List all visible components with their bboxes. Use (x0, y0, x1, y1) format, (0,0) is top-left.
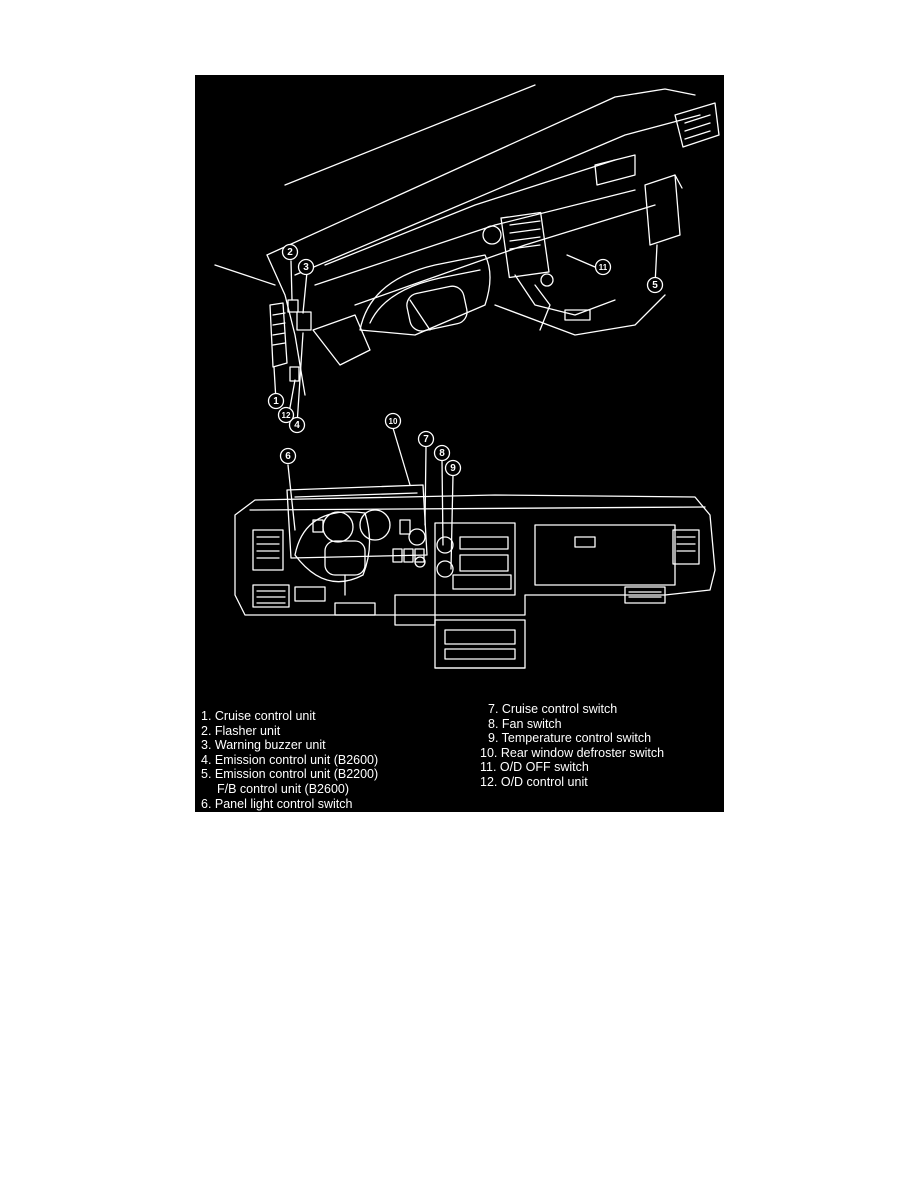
svg-text:7: 7 (423, 434, 429, 445)
callout-10: 10 (384, 412, 402, 430)
legend-item-7: 7. Cruise control switch (488, 702, 618, 716)
legend-left-column: 1. Cruise control unit 2. Flasher unit 3… (201, 709, 378, 811)
callout-7: 7 (417, 430, 435, 448)
legend-item-3: 3. Warning buzzer unit (201, 738, 326, 753)
svg-text:12: 12 (282, 411, 291, 420)
callout-12: 12 (277, 406, 295, 424)
svg-text:5: 5 (652, 280, 658, 291)
callout-3: 3 (297, 258, 315, 276)
callout-5: 5 (646, 276, 664, 294)
legend-item-6: 6. Panel light control switch (201, 796, 353, 811)
legend-item-8: 8. Fan switch (488, 716, 562, 731)
svg-text:8: 8 (439, 448, 445, 459)
callout-9: 9 (444, 459, 462, 477)
svg-text:1: 1 (273, 396, 279, 407)
callout-2: 2 (281, 243, 299, 261)
legend-item-1: 1. Cruise control unit (201, 709, 316, 723)
svg-text:6: 6 (285, 451, 291, 462)
svg-text:2: 2 (287, 247, 293, 258)
dashboard-component-locator-figure: 1 2 3 4 5 6 7 (195, 75, 724, 812)
svg-text:9: 9 (450, 463, 456, 474)
legend-item-12: 12. O/D control unit (480, 774, 588, 789)
legend-item-10: 10. Rear window defroster switch (480, 745, 665, 760)
svg-text:3: 3 (303, 262, 309, 273)
callout-4: 4 (288, 416, 306, 434)
callout-8: 8 (433, 444, 451, 462)
callout-markers: 1 2 3 4 5 6 7 (267, 243, 664, 477)
dashboard-line-drawing: 1 2 3 4 5 6 7 (214, 84, 720, 669)
legend-item-2: 2. Flasher unit (201, 723, 281, 738)
legend-item-4: 4. Emission control unit (B2600) (201, 752, 379, 767)
callout-1: 1 (267, 392, 285, 410)
lower-dashboard-frontal (234, 427, 716, 669)
callout-11: 11 (594, 258, 612, 276)
upper-dashboard-perspective (214, 84, 720, 426)
legend-item-11: 11. O/D OFF switch (480, 760, 589, 775)
legend-item-9: 9. Temperature control switch (488, 731, 652, 746)
svg-text:10: 10 (389, 417, 398, 426)
legend-item-5: 5. Emission control unit (B2200) (201, 767, 379, 782)
legend-right-column: 7. Cruise control switch 8. Fan switch 9… (480, 702, 664, 790)
svg-text:4: 4 (294, 420, 300, 431)
svg-text:11: 11 (599, 263, 608, 272)
callout-6: 6 (279, 447, 297, 465)
legend-item-5-continued: F/B control unit (B2600) (217, 781, 350, 796)
